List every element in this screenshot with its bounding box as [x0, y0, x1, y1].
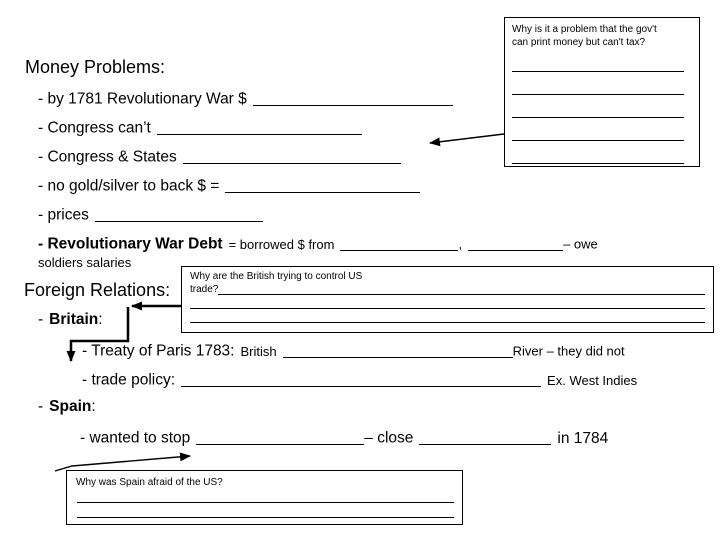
- blank-trade-policy: [181, 371, 542, 387]
- line-spain: -Spain:: [38, 398, 96, 417]
- tax-question-line2: can print money but can't tax?: [512, 37, 646, 48]
- blank-close: [419, 429, 552, 445]
- treaty-british-text: British: [240, 343, 277, 359]
- war-debt-bold-text: - Revolutionary War Debt: [38, 235, 223, 253]
- treaty-text: - Treaty of Paris 1783:: [82, 342, 235, 360]
- britain-label: Britain: [49, 311, 99, 328]
- war-debt-comma: ,: [458, 236, 463, 252]
- trade-policy-example-text: Ex. West Indies: [547, 372, 638, 388]
- trade-answer-line: [190, 322, 705, 323]
- tax-question-line1: Why is it a problem that the gov't: [512, 24, 657, 35]
- blank-debt-from-2: [468, 235, 564, 251]
- blank-wanted-stop: [196, 429, 365, 445]
- line-britain: -Britain:: [38, 311, 103, 330]
- question-box-spain: Why was Spain afraid of the US?: [66, 470, 463, 525]
- line-treaty-of-paris: - Treaty of Paris 1783: British River – th…: [82, 340, 625, 361]
- line-prices-text: - prices: [38, 206, 89, 224]
- blank-prices: [94, 206, 263, 222]
- spain-answer-line: [77, 517, 454, 518]
- tax-answer-line: [512, 117, 684, 118]
- war-debt-mid-text: = borrowed $ from: [228, 236, 335, 252]
- trade-policy-text: - trade policy:: [82, 371, 176, 389]
- trade-answer-blank: [218, 294, 705, 295]
- tax-answer-line: [512, 140, 684, 141]
- line-wanted-to-stop: - wanted to stop – close in 1784: [80, 427, 608, 448]
- spain-question-text: Why was Spain afraid of the US?: [76, 477, 223, 488]
- britain-colon: :: [98, 311, 103, 328]
- blank-treaty-river: [282, 342, 513, 358]
- line-congress-states: - Congress & States: [38, 146, 401, 167]
- tax-answer-line: [512, 94, 684, 95]
- trade-question-prefix: trade?: [190, 283, 219, 295]
- arrow-taxbox-to-congress-line: [429, 133, 505, 147]
- spain-colon: :: [91, 398, 96, 415]
- line-gold-silver: - no gold/silver to back $ =: [38, 175, 421, 196]
- trade-question-line2: trade?: [190, 283, 705, 296]
- line-trade-policy: - trade policy: Ex. West Indies: [82, 369, 637, 390]
- tax-answer-line: [512, 163, 684, 164]
- line-soldiers-salaries: soldiers salaries: [38, 255, 132, 270]
- line-congress-cant-text: - Congress can’t: [38, 119, 151, 137]
- blank-congress-cant: [156, 119, 362, 135]
- line-gold-silver-text: - no gold/silver to back $ =: [38, 177, 220, 195]
- arrow-spainbox-to-wanted-blank: [54, 452, 191, 472]
- blank-congress-states: [182, 148, 401, 164]
- foreign-relations-heading: Foreign Relations:: [24, 280, 171, 300]
- line-war-money-text: - by 1781 Revolutionary War $: [38, 90, 247, 108]
- britain-dash: -: [38, 311, 44, 328]
- wanted-to-stop-text: - wanted to stop: [80, 429, 191, 447]
- line-war-money: - by 1781 Revolutionary War $: [38, 88, 453, 109]
- line-war-debt: - Revolutionary War Debt = borrowed $ fro…: [38, 233, 598, 254]
- blank-war-money: [252, 90, 453, 106]
- line-congress-cant: - Congress can’t: [38, 117, 362, 138]
- war-debt-owe-text: – owe: [563, 236, 598, 252]
- line-prices: - prices: [38, 204, 263, 225]
- spain-label: Spain: [49, 398, 92, 415]
- trade-answer-line: [190, 308, 705, 309]
- spain-dash: -: [38, 398, 44, 415]
- money-problems-heading: Money Problems:: [25, 57, 166, 77]
- treaty-river-text: River – they did not: [512, 343, 625, 359]
- line-congress-states-text: - Congress & States: [38, 148, 177, 166]
- question-box-british-trade: Why are the British trying to control US…: [181, 266, 714, 333]
- in-1784-text: in 1784: [557, 429, 609, 447]
- blank-debt-from-1: [340, 235, 459, 251]
- trade-question-line1: Why are the British trying to control US: [190, 271, 363, 282]
- spain-answer-line: [77, 502, 454, 503]
- blank-gold-silver: [225, 177, 421, 193]
- tax-answer-line: [512, 71, 684, 72]
- close-text: – close: [364, 429, 414, 447]
- question-box-tax: Why is it a problem that the gov't can p…: [504, 17, 700, 167]
